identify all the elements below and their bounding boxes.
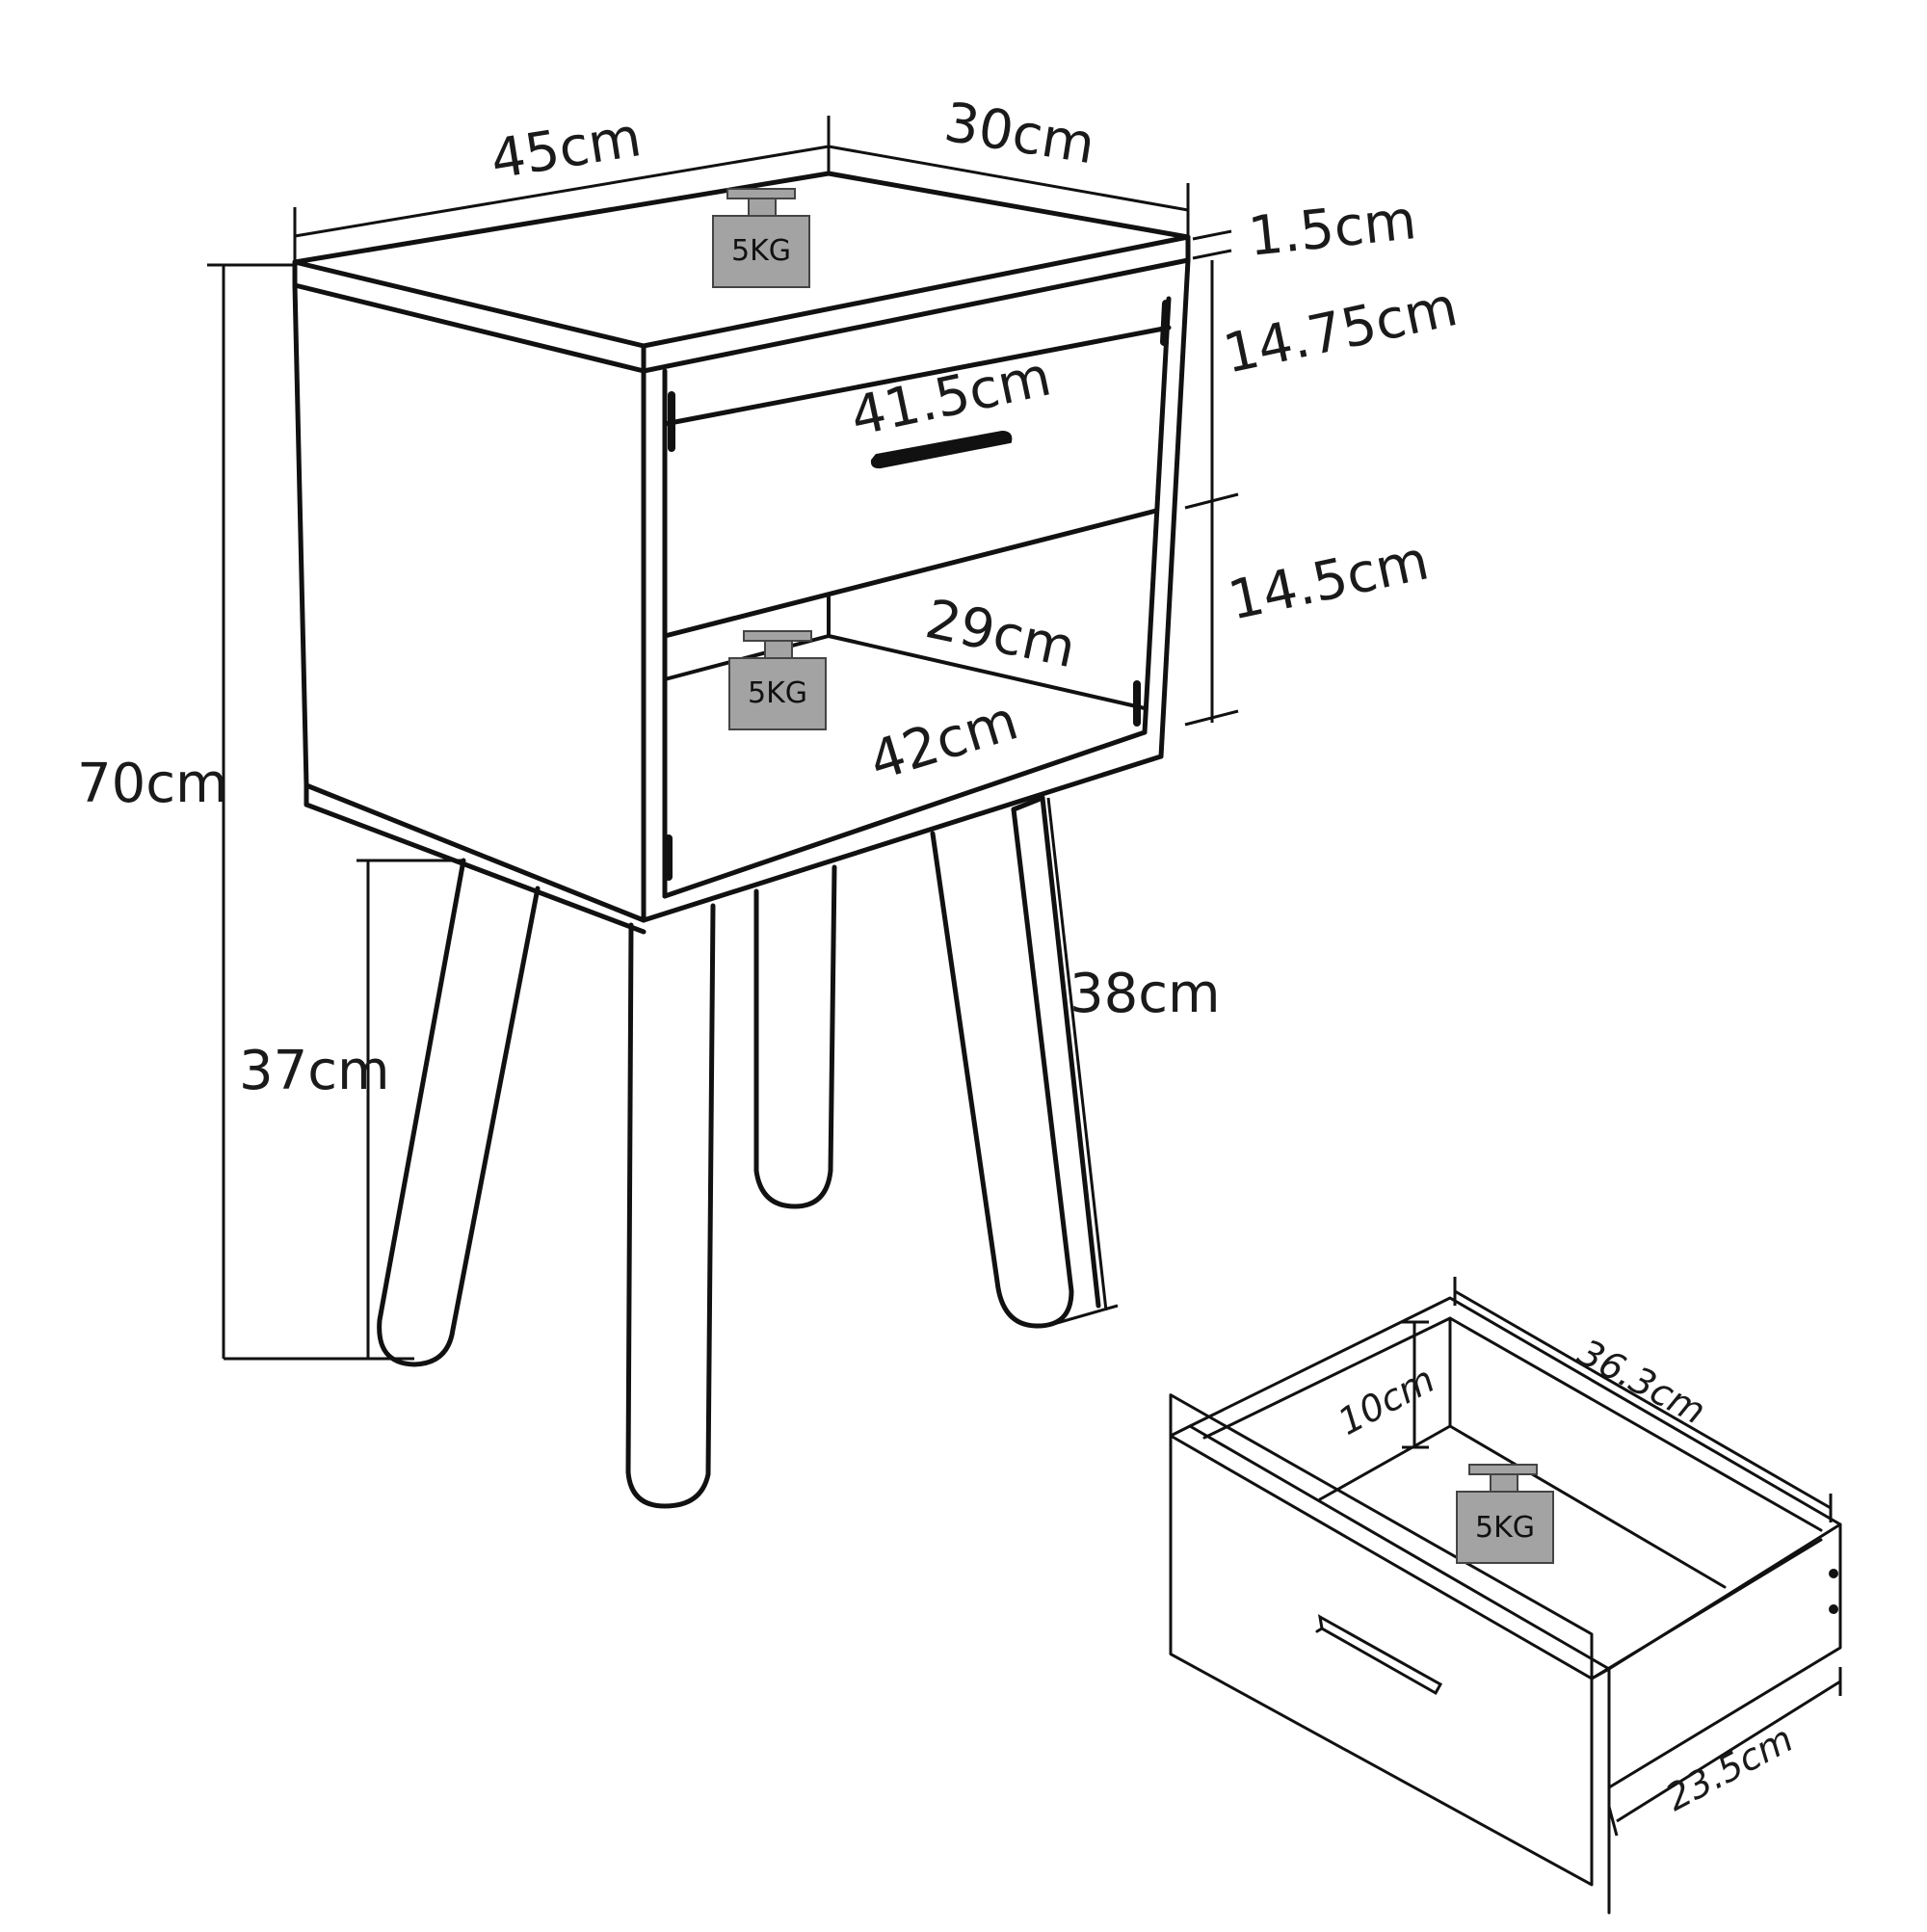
weight-drawer-label: 5KG bbox=[1475, 1511, 1535, 1545]
left-panel-outer-edge bbox=[292, 282, 309, 788]
label-open-height: 14.5cm bbox=[1223, 529, 1434, 632]
weight-drawer-neck bbox=[1490, 1473, 1518, 1493]
drawer-bottom-edge bbox=[662, 508, 1159, 639]
label-shelf-width: 42cm bbox=[862, 689, 1025, 793]
leg-right-top bbox=[1011, 795, 1045, 812]
drawer-right-top-inner bbox=[1590, 1538, 1823, 1681]
dim-tick-top-thickness-a bbox=[1192, 229, 1232, 241]
leg-right bbox=[930, 807, 1074, 1329]
weight-top: 5KG bbox=[712, 188, 810, 288]
drawer-back-top bbox=[1188, 1296, 1842, 1526]
front-right-frame-inner bbox=[1142, 296, 1172, 735]
label-leg-height: 37cm bbox=[239, 1040, 390, 1102]
drawer-screw-2 bbox=[1829, 1604, 1838, 1614]
weight-shelf: 5KG bbox=[728, 630, 827, 730]
label-drawer-front-height: 23.5cm bbox=[1659, 1717, 1801, 1819]
label-total-height: 70cm bbox=[77, 753, 228, 815]
dim-line-leg-length bbox=[1046, 797, 1108, 1311]
shelf-back-right bbox=[827, 634, 1147, 710]
bottom-front-edge bbox=[304, 782, 647, 923]
dimension-lines bbox=[207, 116, 1239, 1361]
dim-line-drawer-front bbox=[1616, 1680, 1841, 1823]
leg-front-left bbox=[377, 858, 541, 1367]
leg-right-back-edge bbox=[1040, 795, 1101, 1309]
weight-drawer-block bbox=[1456, 1491, 1554, 1564]
label-depth: 30cm bbox=[940, 92, 1099, 177]
dim-line-width bbox=[294, 145, 830, 238]
dim-tick-top-thickness-b bbox=[1192, 249, 1232, 260]
dim-line-depth bbox=[828, 145, 1189, 212]
weight-shelf-neck bbox=[764, 640, 793, 659]
front-right-frame-outer bbox=[1158, 257, 1191, 759]
drawer-handle bbox=[870, 430, 1013, 469]
bottom-side-edge bbox=[641, 754, 1164, 923]
leg-back-center bbox=[753, 864, 837, 1209]
dim-tick-mid-right bbox=[1184, 492, 1239, 510]
drawer-floor-back bbox=[1448, 1424, 1727, 1589]
drawer-floor-left bbox=[1318, 1424, 1452, 1501]
drawer-hinge-right bbox=[1160, 300, 1170, 346]
label-top-thickness: 1.5cm bbox=[1246, 189, 1419, 269]
bottom-front-edge-lower bbox=[304, 802, 647, 935]
label-drawer-height: 14.75cm bbox=[1218, 276, 1463, 386]
label-shelf-depth: 29cm bbox=[920, 588, 1081, 680]
weight-top-label: 5KG bbox=[731, 234, 791, 268]
drawer-screw-1 bbox=[1829, 1569, 1838, 1578]
label-width: 45cm bbox=[487, 106, 646, 192]
dim-line-drawer-depth bbox=[1454, 1289, 1832, 1510]
leg-front-center bbox=[625, 903, 716, 1509]
weight-shelf-label: 5KG bbox=[748, 676, 807, 710]
weight-shelf-handle bbox=[743, 630, 812, 642]
label-drawer-width: 41.5cm bbox=[845, 345, 1056, 448]
nightstand-body bbox=[292, 171, 1191, 935]
weight-top-block bbox=[712, 215, 810, 288]
weight-top-neck bbox=[748, 198, 777, 217]
bottom-inner-edge bbox=[662, 729, 1148, 899]
drawer-detail: 5KG 36.3cm 10cm 23.5cm bbox=[1169, 1277, 1842, 1915]
drawer-top-edge bbox=[662, 325, 1172, 427]
label-leg-length: 38cm bbox=[1069, 963, 1221, 1025]
top-front-edge bbox=[292, 282, 647, 374]
top-side-edge bbox=[641, 257, 1191, 374]
legs bbox=[377, 795, 1101, 1509]
drawer-front-panel bbox=[1169, 1393, 1594, 1887]
dim-tick-drawer-front-a bbox=[1607, 1806, 1619, 1837]
weight-shelf-block bbox=[728, 657, 827, 730]
drawer-detail-handle-end bbox=[1315, 1627, 1324, 1633]
label-drawer-inner-height: 10cm bbox=[1332, 1358, 1441, 1443]
drawer-detail-handle bbox=[1318, 1614, 1443, 1696]
weight-top-handle bbox=[726, 188, 796, 199]
weight-drawer-handle bbox=[1468, 1464, 1538, 1475]
dim-tick-leg-bottom bbox=[1049, 1304, 1119, 1327]
dim-tick-bottom-right bbox=[1184, 709, 1239, 727]
